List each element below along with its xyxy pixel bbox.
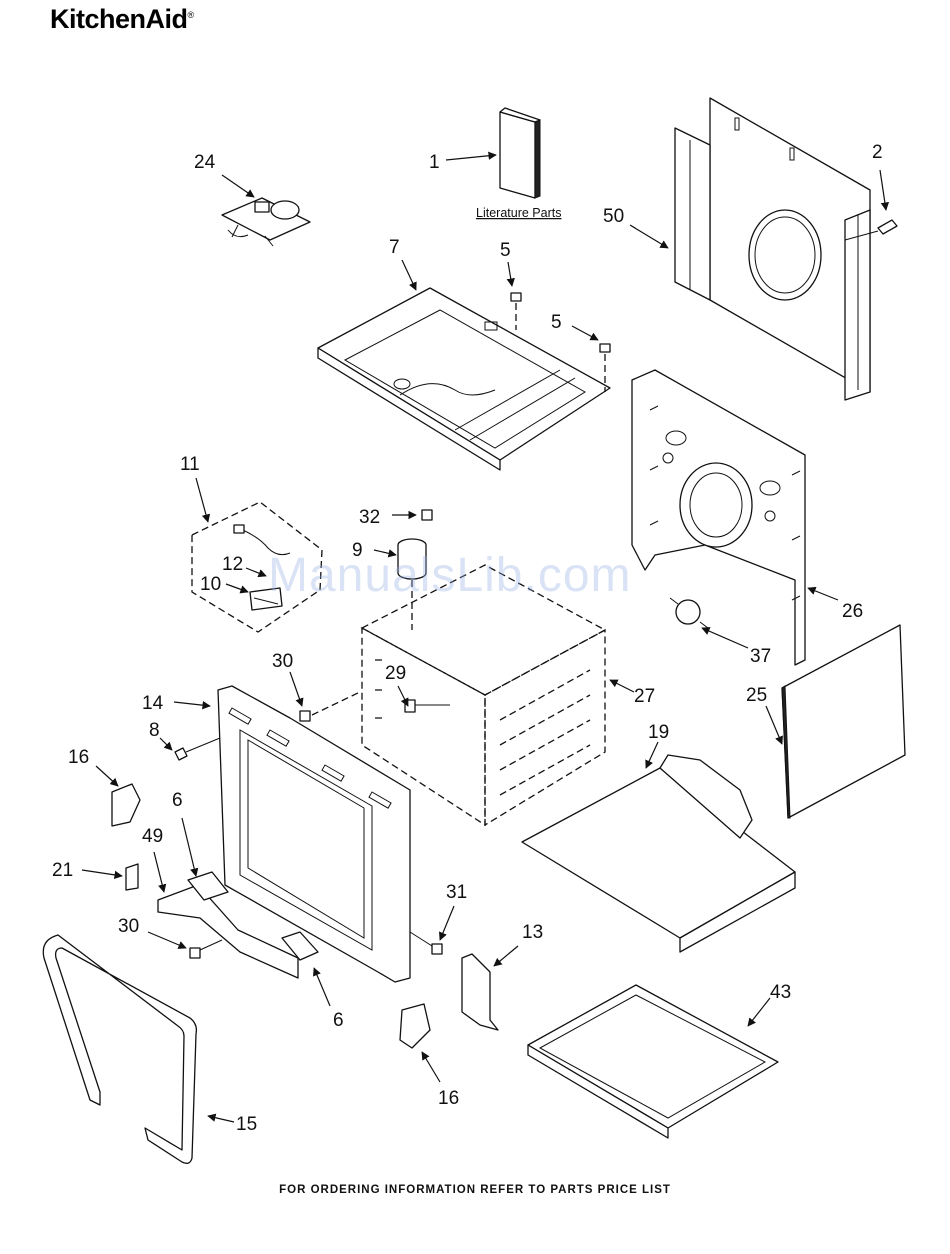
- callout-16-left: 16: [68, 747, 89, 768]
- callout-30-bottom: 30: [118, 916, 139, 937]
- callout-6-top: 6: [172, 790, 183, 811]
- callout-49: 49: [142, 826, 163, 847]
- part-1-literature: [500, 108, 540, 198]
- callout-25: 25: [746, 685, 767, 706]
- callout-26: 26: [842, 601, 863, 622]
- callout-50: 50: [603, 206, 624, 227]
- callout-21: 21: [52, 860, 73, 881]
- callout-10: 10: [200, 574, 221, 595]
- callout-43: 43: [770, 982, 791, 1003]
- callout-11: 11: [180, 454, 200, 475]
- callout-16-bottom: 16: [438, 1088, 459, 1109]
- part-37-cutout: [670, 598, 708, 628]
- callout-14: 14: [142, 693, 164, 714]
- callout-24: 24: [194, 152, 216, 173]
- callout-27: 27: [634, 686, 655, 707]
- callout-5-top: 5: [500, 240, 511, 261]
- callout-5-right: 5: [551, 312, 562, 333]
- part-21-clip: [126, 864, 138, 890]
- part-50-rear-panel: [675, 98, 870, 400]
- footer-note: FOR ORDERING INFORMATION REFER TO PARTS …: [0, 1184, 950, 1196]
- callout-1: 1: [429, 152, 440, 173]
- callout-31: 31: [446, 882, 467, 903]
- callout-37: 37: [750, 646, 771, 667]
- callout-15: 15: [236, 1114, 257, 1135]
- part-43-bottom-panel: [528, 985, 778, 1138]
- callout-7: 7: [389, 237, 400, 258]
- callout-6-bottom: 6: [333, 1010, 344, 1031]
- part-13-bracket: [462, 954, 498, 1030]
- callout-19: 19: [648, 722, 669, 743]
- callout-32: 32: [359, 507, 380, 528]
- part-15-gasket: [43, 935, 196, 1163]
- part-7-top-panel: [318, 288, 610, 470]
- callout-29: 29: [385, 663, 406, 684]
- callout-30-top: 30: [272, 651, 293, 672]
- callout-8: 8: [149, 720, 160, 741]
- callout-12: 12: [222, 554, 243, 575]
- part-19-baffle: [522, 755, 795, 952]
- callout-13: 13: [522, 922, 543, 943]
- part-24-control: [222, 198, 310, 246]
- callout-2: 2: [872, 142, 883, 163]
- watermark: ManualsLib.com: [268, 548, 632, 603]
- literature-parts-label: Literature Parts: [476, 206, 561, 220]
- part-26-rear-inner-panel: [632, 370, 805, 665]
